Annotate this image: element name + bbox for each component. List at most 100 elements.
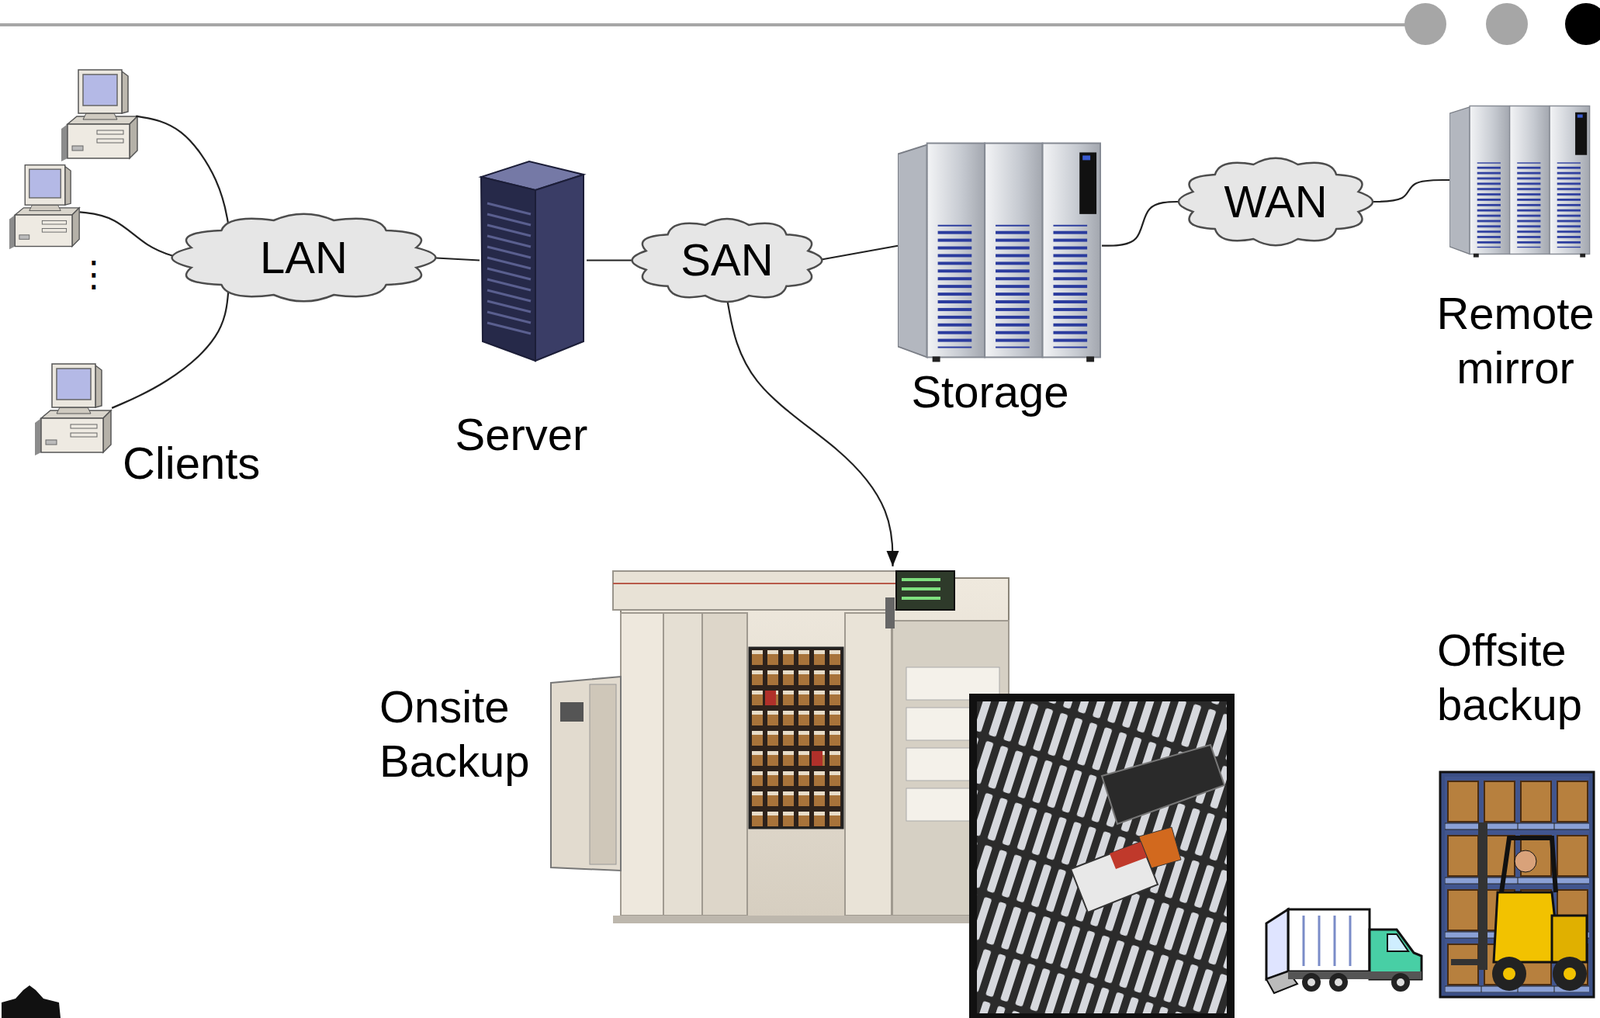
truck-window <box>1387 934 1409 952</box>
trailer-stripe <box>1318 915 1321 967</box>
cloud-label: SAN <box>680 234 773 287</box>
client-computer <box>9 165 80 250</box>
server-slat <box>487 322 531 334</box>
node-label: Onsite Backup <box>379 679 543 788</box>
display-line <box>901 596 941 600</box>
header-dot <box>1404 3 1447 46</box>
server-slat <box>487 214 531 226</box>
library-panel <box>845 612 892 916</box>
server-slat <box>487 279 531 291</box>
cloud-label: WAN <box>1223 176 1327 229</box>
server-slat <box>487 290 531 302</box>
forklift-hub <box>1503 967 1516 981</box>
library-window <box>749 647 843 828</box>
warehouse <box>1440 772 1594 998</box>
tape-cartridge <box>765 690 776 706</box>
truck-wheel <box>1302 973 1321 992</box>
connector-line <box>817 245 898 261</box>
truck-hub <box>1307 978 1316 987</box>
truck-wheel <box>1391 973 1410 992</box>
trailer-stripe <box>1349 915 1352 967</box>
library-display <box>896 571 955 610</box>
client-computer <box>34 363 111 456</box>
connector-line <box>1101 201 1184 246</box>
cloud-shape <box>632 218 823 302</box>
network-cloud: LAN <box>158 204 450 312</box>
forklift-counterweight <box>1551 915 1587 963</box>
header-rule <box>0 23 1407 27</box>
emblem <box>1 985 61 1018</box>
library-body <box>620 578 1009 920</box>
truck-hub <box>1334 978 1343 987</box>
trailer-stripes <box>1303 915 1351 967</box>
library-door <box>589 684 617 865</box>
ellipsis-mark: ⋮ <box>76 256 103 292</box>
cloud-label: LAN <box>259 232 348 284</box>
library-trim <box>612 582 908 585</box>
server-slats <box>487 203 531 334</box>
node-label: Remote mirror <box>1433 286 1597 395</box>
server-slat <box>487 235 531 247</box>
server-front <box>481 176 536 361</box>
server-slat <box>487 301 531 312</box>
header-dot <box>1485 3 1528 46</box>
server-slat <box>487 225 531 236</box>
client-computer <box>61 69 138 162</box>
server-slat <box>487 311 531 323</box>
onsite-backup-node: Onsite Backup <box>550 566 1235 1013</box>
robot-arm <box>1101 744 1225 825</box>
warehouse-shelves <box>1444 776 1590 993</box>
inset-frame <box>969 693 1235 1018</box>
robot-cartridge <box>1070 841 1158 913</box>
trailer-stripe <box>1302 915 1306 967</box>
server-node: Server <box>479 158 587 363</box>
server-slat <box>487 257 531 269</box>
library-panel <box>620 612 664 916</box>
display-line <box>901 587 941 591</box>
display-post <box>885 597 895 629</box>
server-slat <box>487 246 531 258</box>
cloud-shape <box>1178 158 1373 246</box>
connector-line <box>1367 180 1450 202</box>
library-top-band <box>612 571 908 610</box>
inset-tapes <box>976 701 1227 1014</box>
offsite-backup-node: Offsite backup <box>1263 770 1597 998</box>
server-slat <box>487 268 531 280</box>
storage-cabinet <box>897 143 1101 363</box>
trailer-stripe <box>1333 915 1337 967</box>
forklift-wheel <box>1492 956 1527 991</box>
network-cloud: WAN <box>1168 148 1383 256</box>
storage-node: Storage <box>897 138 1102 363</box>
library-panel <box>663 612 703 916</box>
truck-door <box>1266 909 1289 980</box>
truck-wheel <box>1329 973 1348 992</box>
node-label: Clients <box>122 437 278 490</box>
library-door-unit <box>550 676 621 871</box>
mirror-cabinet <box>1449 106 1590 258</box>
forklift-driver <box>1514 850 1537 873</box>
server-side <box>535 174 584 361</box>
forklift-hub <box>1563 967 1576 981</box>
forklift-mast <box>1478 822 1488 970</box>
clients-group: Clients <box>7 65 142 458</box>
forklift-body <box>1493 892 1560 963</box>
display-line <box>901 578 941 582</box>
forklift-guard <box>1501 838 1556 893</box>
library-panel <box>702 612 748 916</box>
library-slot <box>560 702 584 722</box>
header-dot <box>1565 3 1600 46</box>
node-label: Offsite backup <box>1437 623 1593 731</box>
truck-hub <box>1396 978 1405 987</box>
server-slat <box>487 203 531 215</box>
library-base <box>612 915 1011 924</box>
forklift-forks <box>1451 959 1486 966</box>
connector-line <box>727 298 894 567</box>
cartridge-stripe <box>1109 841 1147 870</box>
connector-group <box>79 116 1450 567</box>
truck-trailer <box>1288 909 1370 972</box>
forklift-wheel <box>1552 956 1587 991</box>
